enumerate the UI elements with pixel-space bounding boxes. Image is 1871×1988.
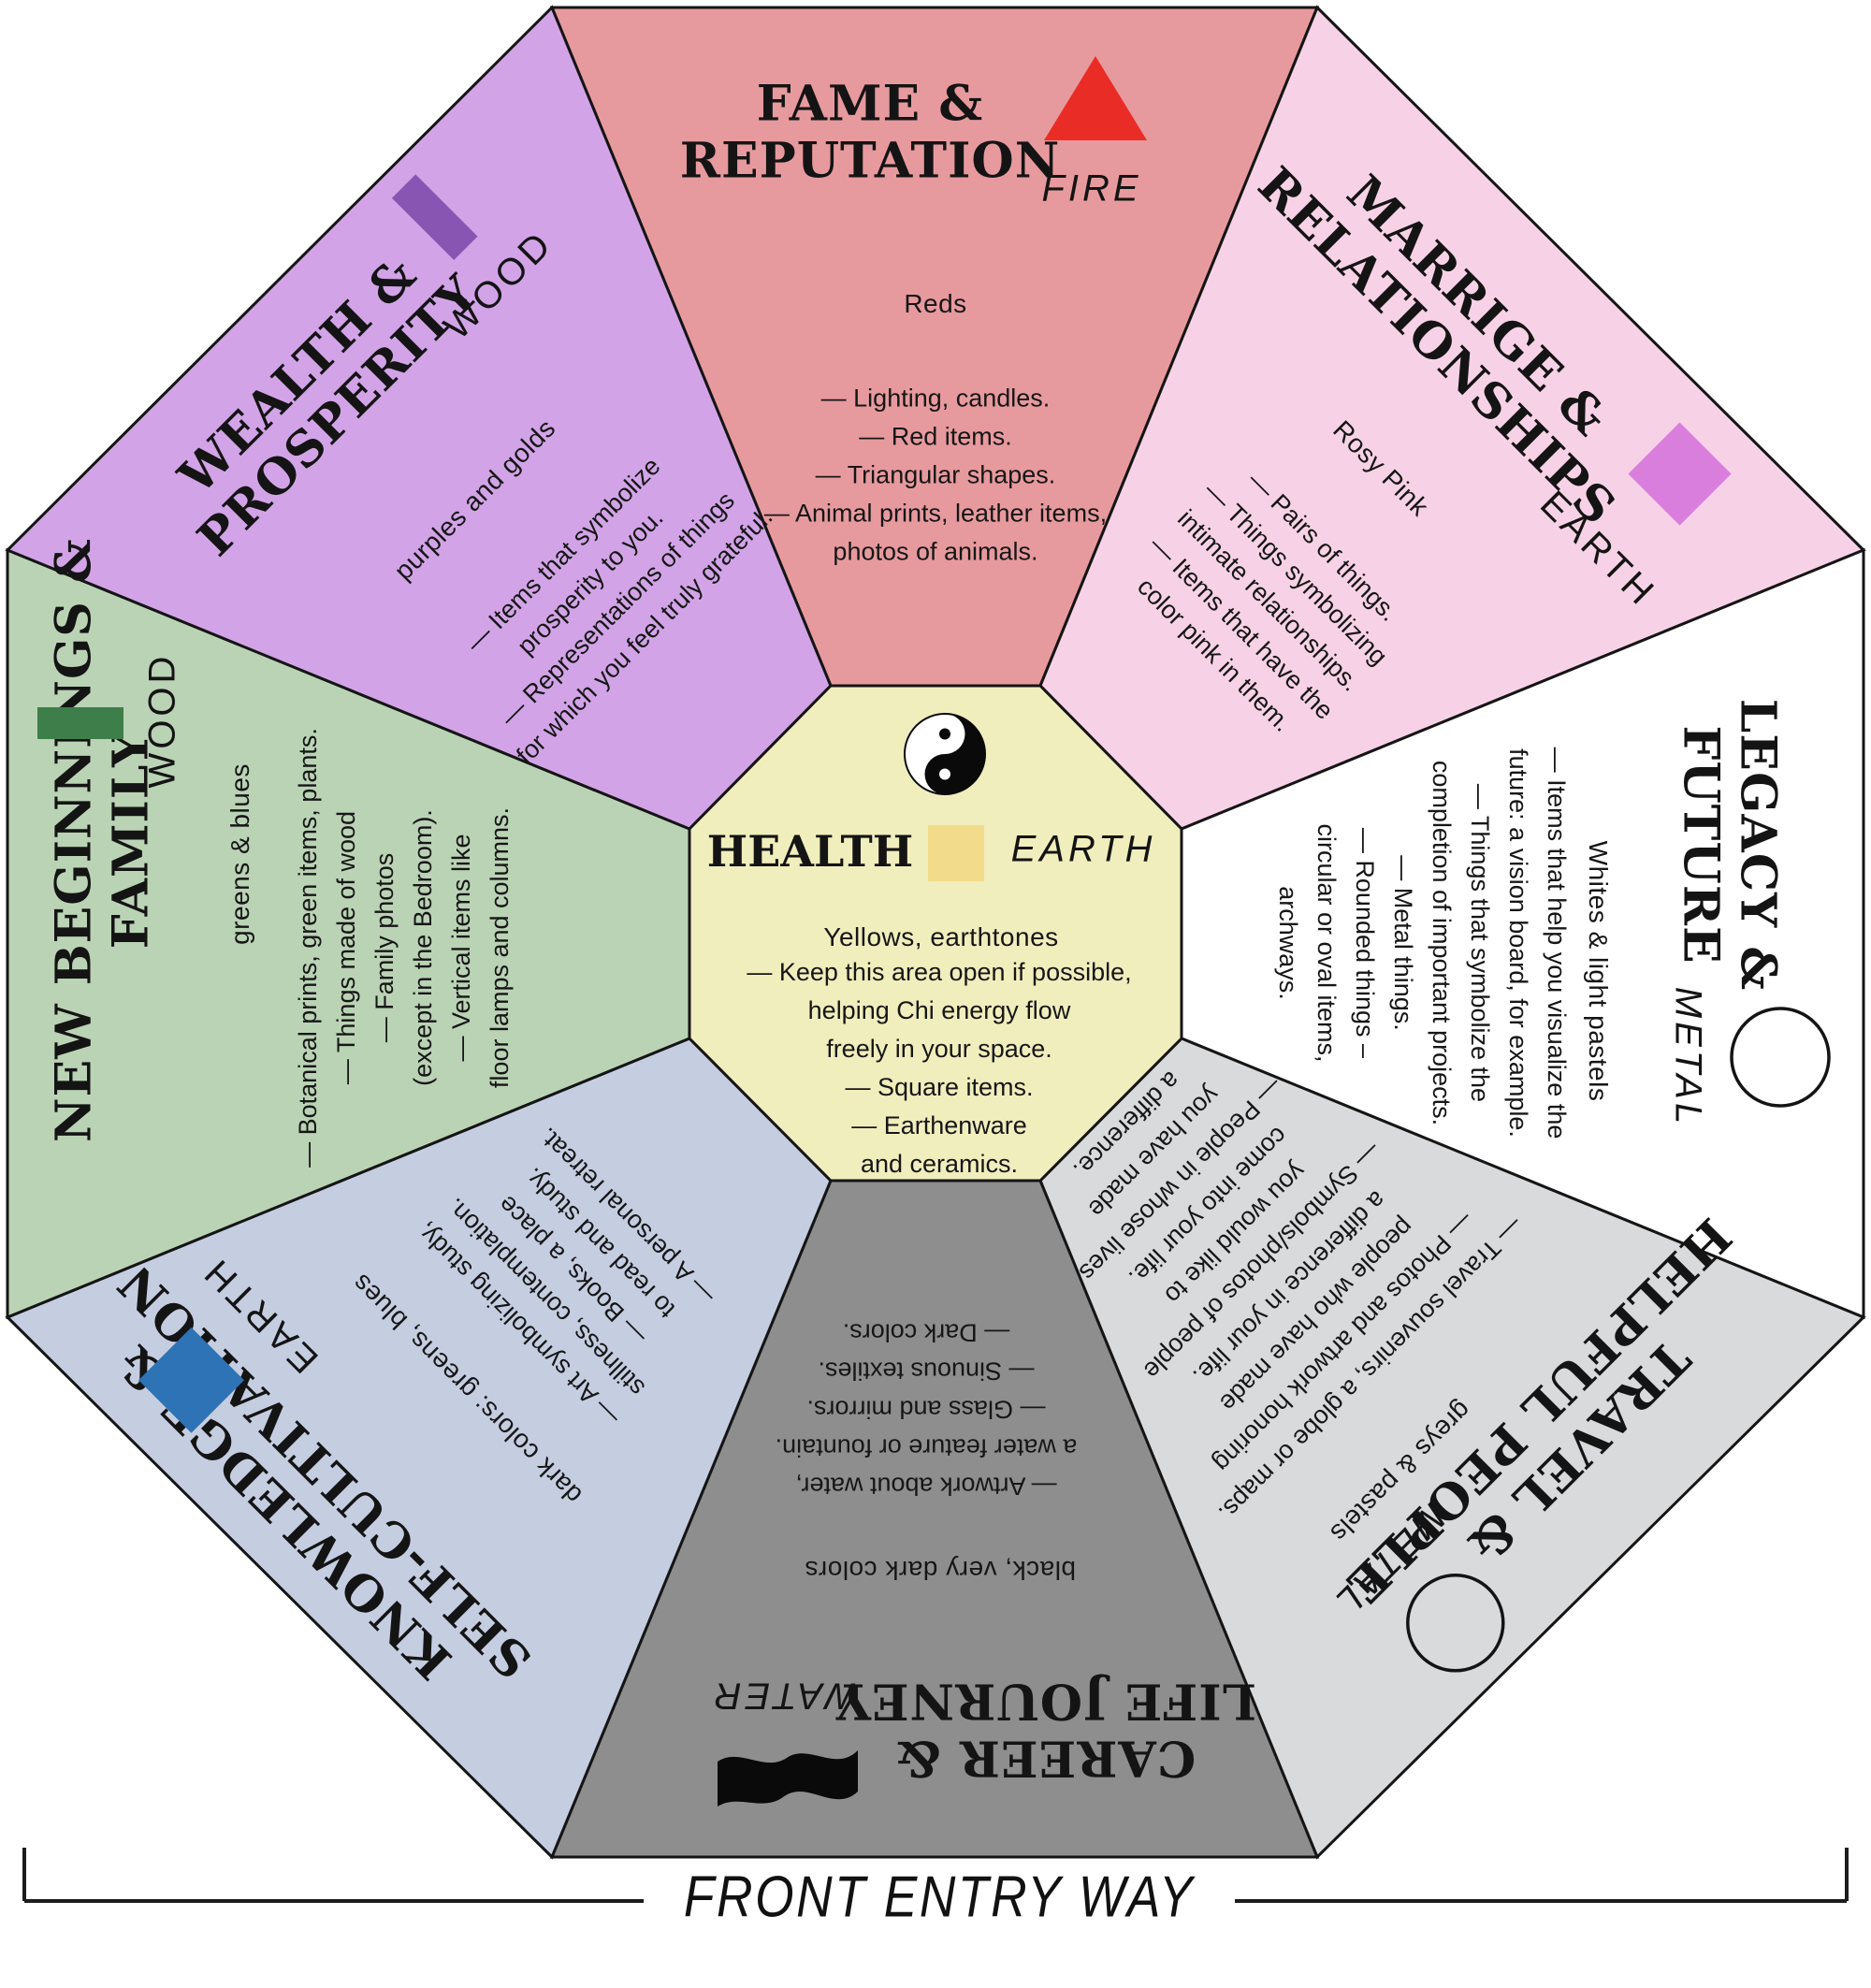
front-entry-bracket — [22, 1848, 1849, 1903]
front-entry-way-label: FRONT ENTRY WAY — [683, 1865, 1196, 1930]
health-region — [688, 684, 1183, 1183]
